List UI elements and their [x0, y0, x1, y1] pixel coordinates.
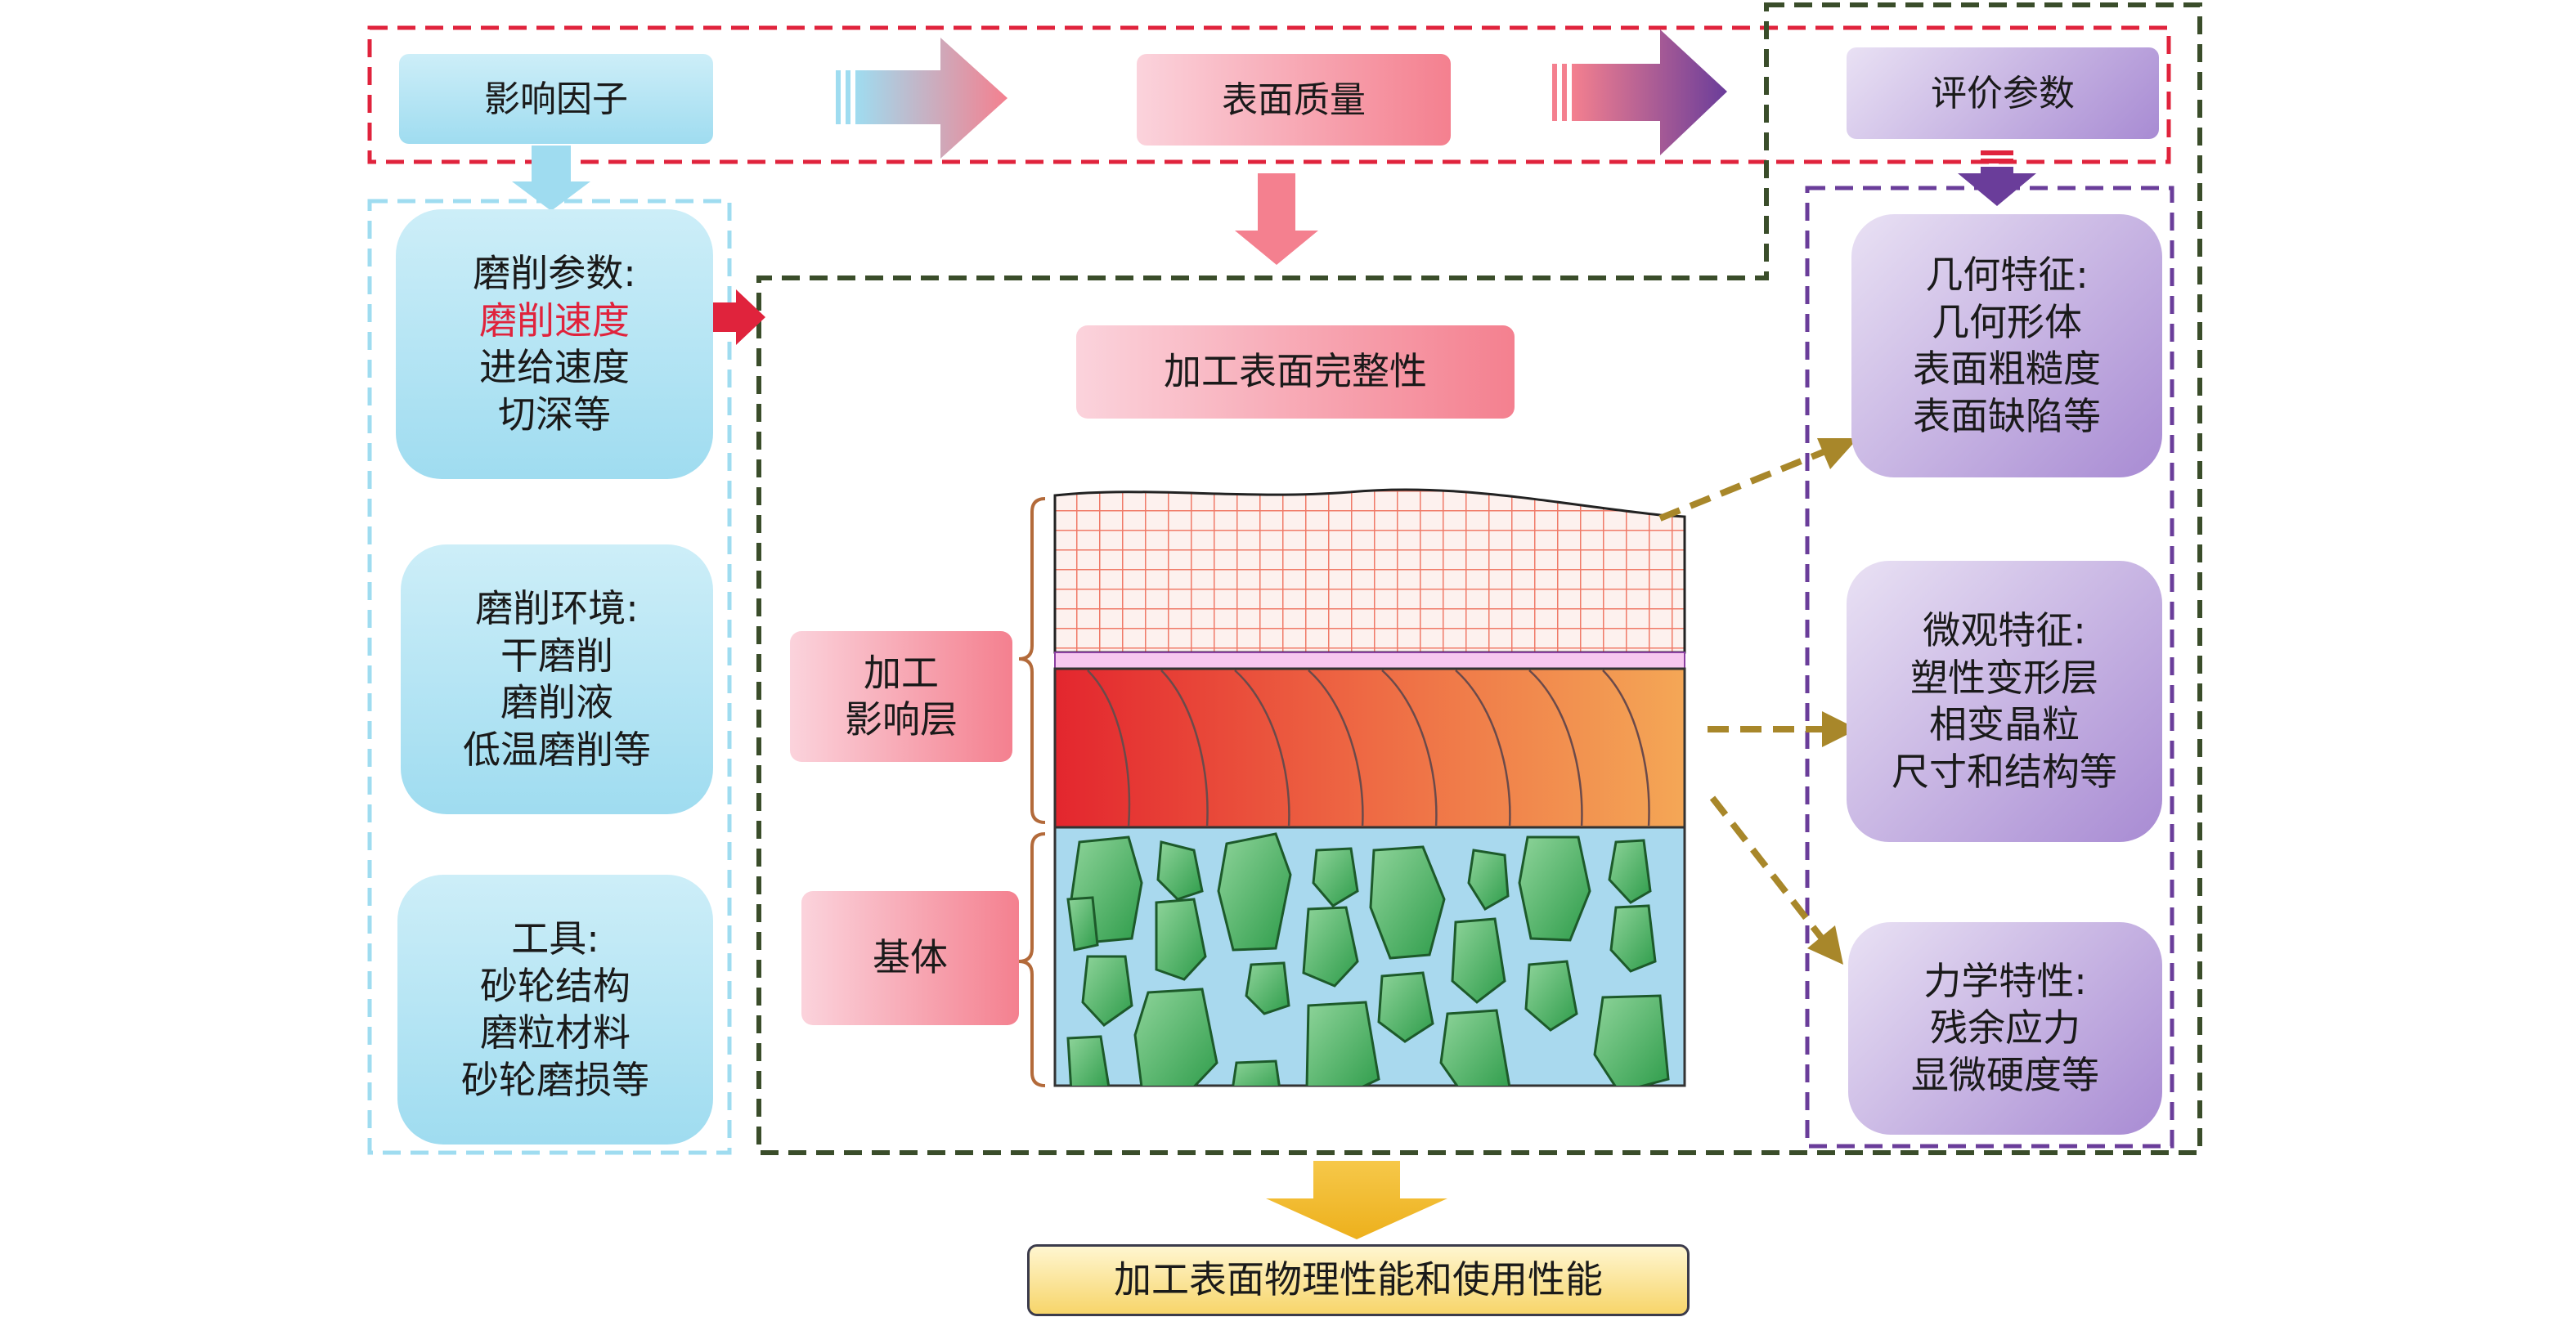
- mechanical-title: 力学特性:: [1923, 958, 2087, 1003]
- final-performance-box: 加工表面物理性能和使用性能: [1027, 1244, 1690, 1316]
- brace-matrix: [1018, 832, 1046, 1087]
- micro-box: 微观特征: 塑性变形层 相变晶粒 尺寸和结构等: [1847, 561, 2162, 842]
- integrity-label: 加工表面完整性: [1164, 349, 1427, 394]
- grinding-env-title: 磨削环境:: [475, 586, 639, 630]
- tool-title: 工具:: [511, 916, 599, 961]
- geometric-item: 表面粗糙度: [1913, 347, 2101, 391]
- arrow-down-factors: [512, 146, 590, 211]
- matrix-label: 基体: [873, 935, 948, 980]
- grinding-env-item: 磨削液: [500, 680, 613, 724]
- gold-arrow-micro: [1708, 711, 1858, 747]
- affected-layer-label: 影响层: [845, 697, 958, 741]
- brace-affected-layer: [1018, 497, 1046, 824]
- geometric-title: 几何特征:: [1925, 253, 2089, 297]
- mechanical-item: 残余应力: [1930, 1006, 2080, 1050]
- geometric-item: 几何形体: [1932, 299, 2082, 344]
- header-eval-params-label: 评价参数: [1931, 72, 2075, 114]
- heat-affected-layer: [1053, 667, 1686, 829]
- integrity-box: 加工表面完整性: [1076, 325, 1515, 419]
- micro-item: 相变晶粒: [1929, 702, 2080, 746]
- grinding-params-item: 磨削速度: [479, 298, 630, 343]
- arrow-down-params: [1958, 150, 2036, 206]
- affected-layer-label: 加工: [864, 650, 939, 695]
- gold-arrow-mechanical: [1709, 795, 1843, 965]
- header-factors-label: 影响因子: [484, 78, 628, 120]
- tool-item: 砂轮磨损等: [461, 1057, 649, 1102]
- integrity-frame-green: [756, 2, 2202, 1155]
- arrow-quality-to-params: [1552, 29, 1727, 155]
- arrow-down-quality: [1235, 173, 1318, 265]
- micro-item: 塑性变形层: [1910, 655, 2098, 700]
- tool-item: 磨粒材料: [480, 1010, 631, 1055]
- grinding-env-box: 磨削环境: 干磨削 磨削液 低温磨削等: [401, 544, 713, 814]
- tool-item: 砂轮结构: [480, 963, 631, 1008]
- gold-arrow-geometric: [1658, 438, 1858, 522]
- header-surface-quality-label: 表面质量: [1222, 78, 1366, 121]
- header-eval-params-box: 评价参数: [1847, 47, 2159, 139]
- mechanical-box: 力学特性: 残余应力 显微硬度等: [1848, 922, 2162, 1135]
- grinding-params-item: 进给速度: [479, 345, 630, 389]
- final-performance-label: 加工表面物理性能和使用性能: [1114, 1257, 1603, 1302]
- surface-cross-section: [1018, 488, 1686, 1087]
- grinding-env-item: 干磨削: [500, 633, 613, 678]
- grinding-env-item: 低温磨削等: [463, 727, 651, 772]
- micro-title: 微观特征:: [1923, 608, 2086, 652]
- affected-layer-box: 加工 影响层: [790, 631, 1012, 762]
- mechanical-item: 显微硬度等: [1911, 1052, 2099, 1097]
- header-frame-red: [367, 25, 2171, 164]
- arrow-down-final: [1266, 1161, 1447, 1239]
- deformed-top-layer: [1053, 488, 1686, 654]
- tool-box: 工具: 砂轮结构 磨粒材料 砂轮磨损等: [397, 875, 713, 1145]
- grain-flow-lines: [1087, 670, 1650, 826]
- header-factors-box: 影响因子: [399, 54, 713, 144]
- grinding-params-title: 磨削参数:: [473, 251, 636, 295]
- geometric-box: 几何特征: 几何形体 表面粗糙度 表面缺陷等: [1851, 214, 2162, 477]
- arrow-factors-to-quality: [836, 38, 1008, 159]
- grinding-params-box: 磨削参数: 磨削速度 进给速度 切深等: [396, 209, 713, 479]
- header-surface-quality-box: 表面质量: [1137, 54, 1451, 146]
- transition-strip: [1054, 652, 1685, 670]
- matrix-box: 基体: [801, 891, 1019, 1025]
- matrix-grains: [1066, 832, 1670, 1086]
- micro-item: 尺寸和结构等: [1892, 749, 2117, 794]
- grinding-params-item: 切深等: [498, 392, 611, 437]
- geometric-item: 表面缺陷等: [1913, 393, 2101, 438]
